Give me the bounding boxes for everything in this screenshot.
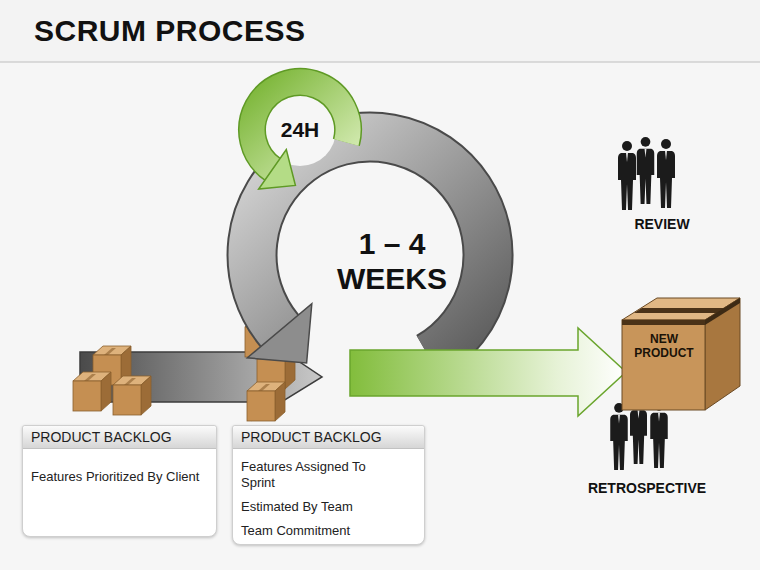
delivery-arrow	[350, 328, 626, 416]
backlog-panel: PRODUCT BACKLOG Features Prioritized By C…	[22, 425, 217, 537]
panel-heading: PRODUCT BACKLOG	[23, 426, 216, 449]
stage-name: REVIEW	[602, 215, 722, 233]
title-band	[0, 0, 760, 62]
backlog-panel: PRODUCT BACKLOG Features Assigned To Spri…	[232, 425, 425, 545]
panel-item: Features Prioritized By Client	[31, 469, 208, 485]
panel-heading: PRODUCT BACKLOG	[233, 426, 424, 449]
panel-item: Features Assigned To Sprint	[241, 459, 391, 491]
panel-item: Estimated By Team	[241, 499, 416, 515]
sprint-cycle-arrow	[247, 137, 488, 363]
review-people	[618, 137, 675, 210]
panel-body: Features Assigned To SprintEstimated By …	[233, 449, 424, 555]
stage-name: RETROSPECTIVE	[562, 479, 732, 497]
product-box: NEW PRODUCT	[620, 296, 742, 412]
page-title: SCRUM PROCESS	[34, 14, 306, 48]
panel-body: Features Prioritized By Client	[23, 449, 216, 501]
cycle-duration: 24H	[265, 118, 335, 142]
daily-cycle-arrow	[252, 82, 348, 189]
box-label: NEW PRODUCT	[625, 332, 703, 360]
box-pile	[73, 346, 151, 415]
title-rule	[0, 61, 760, 63]
sprint-duration: 1 – 4 WEEKS	[322, 226, 462, 296]
panel-item: Team Commitment	[241, 523, 416, 539]
